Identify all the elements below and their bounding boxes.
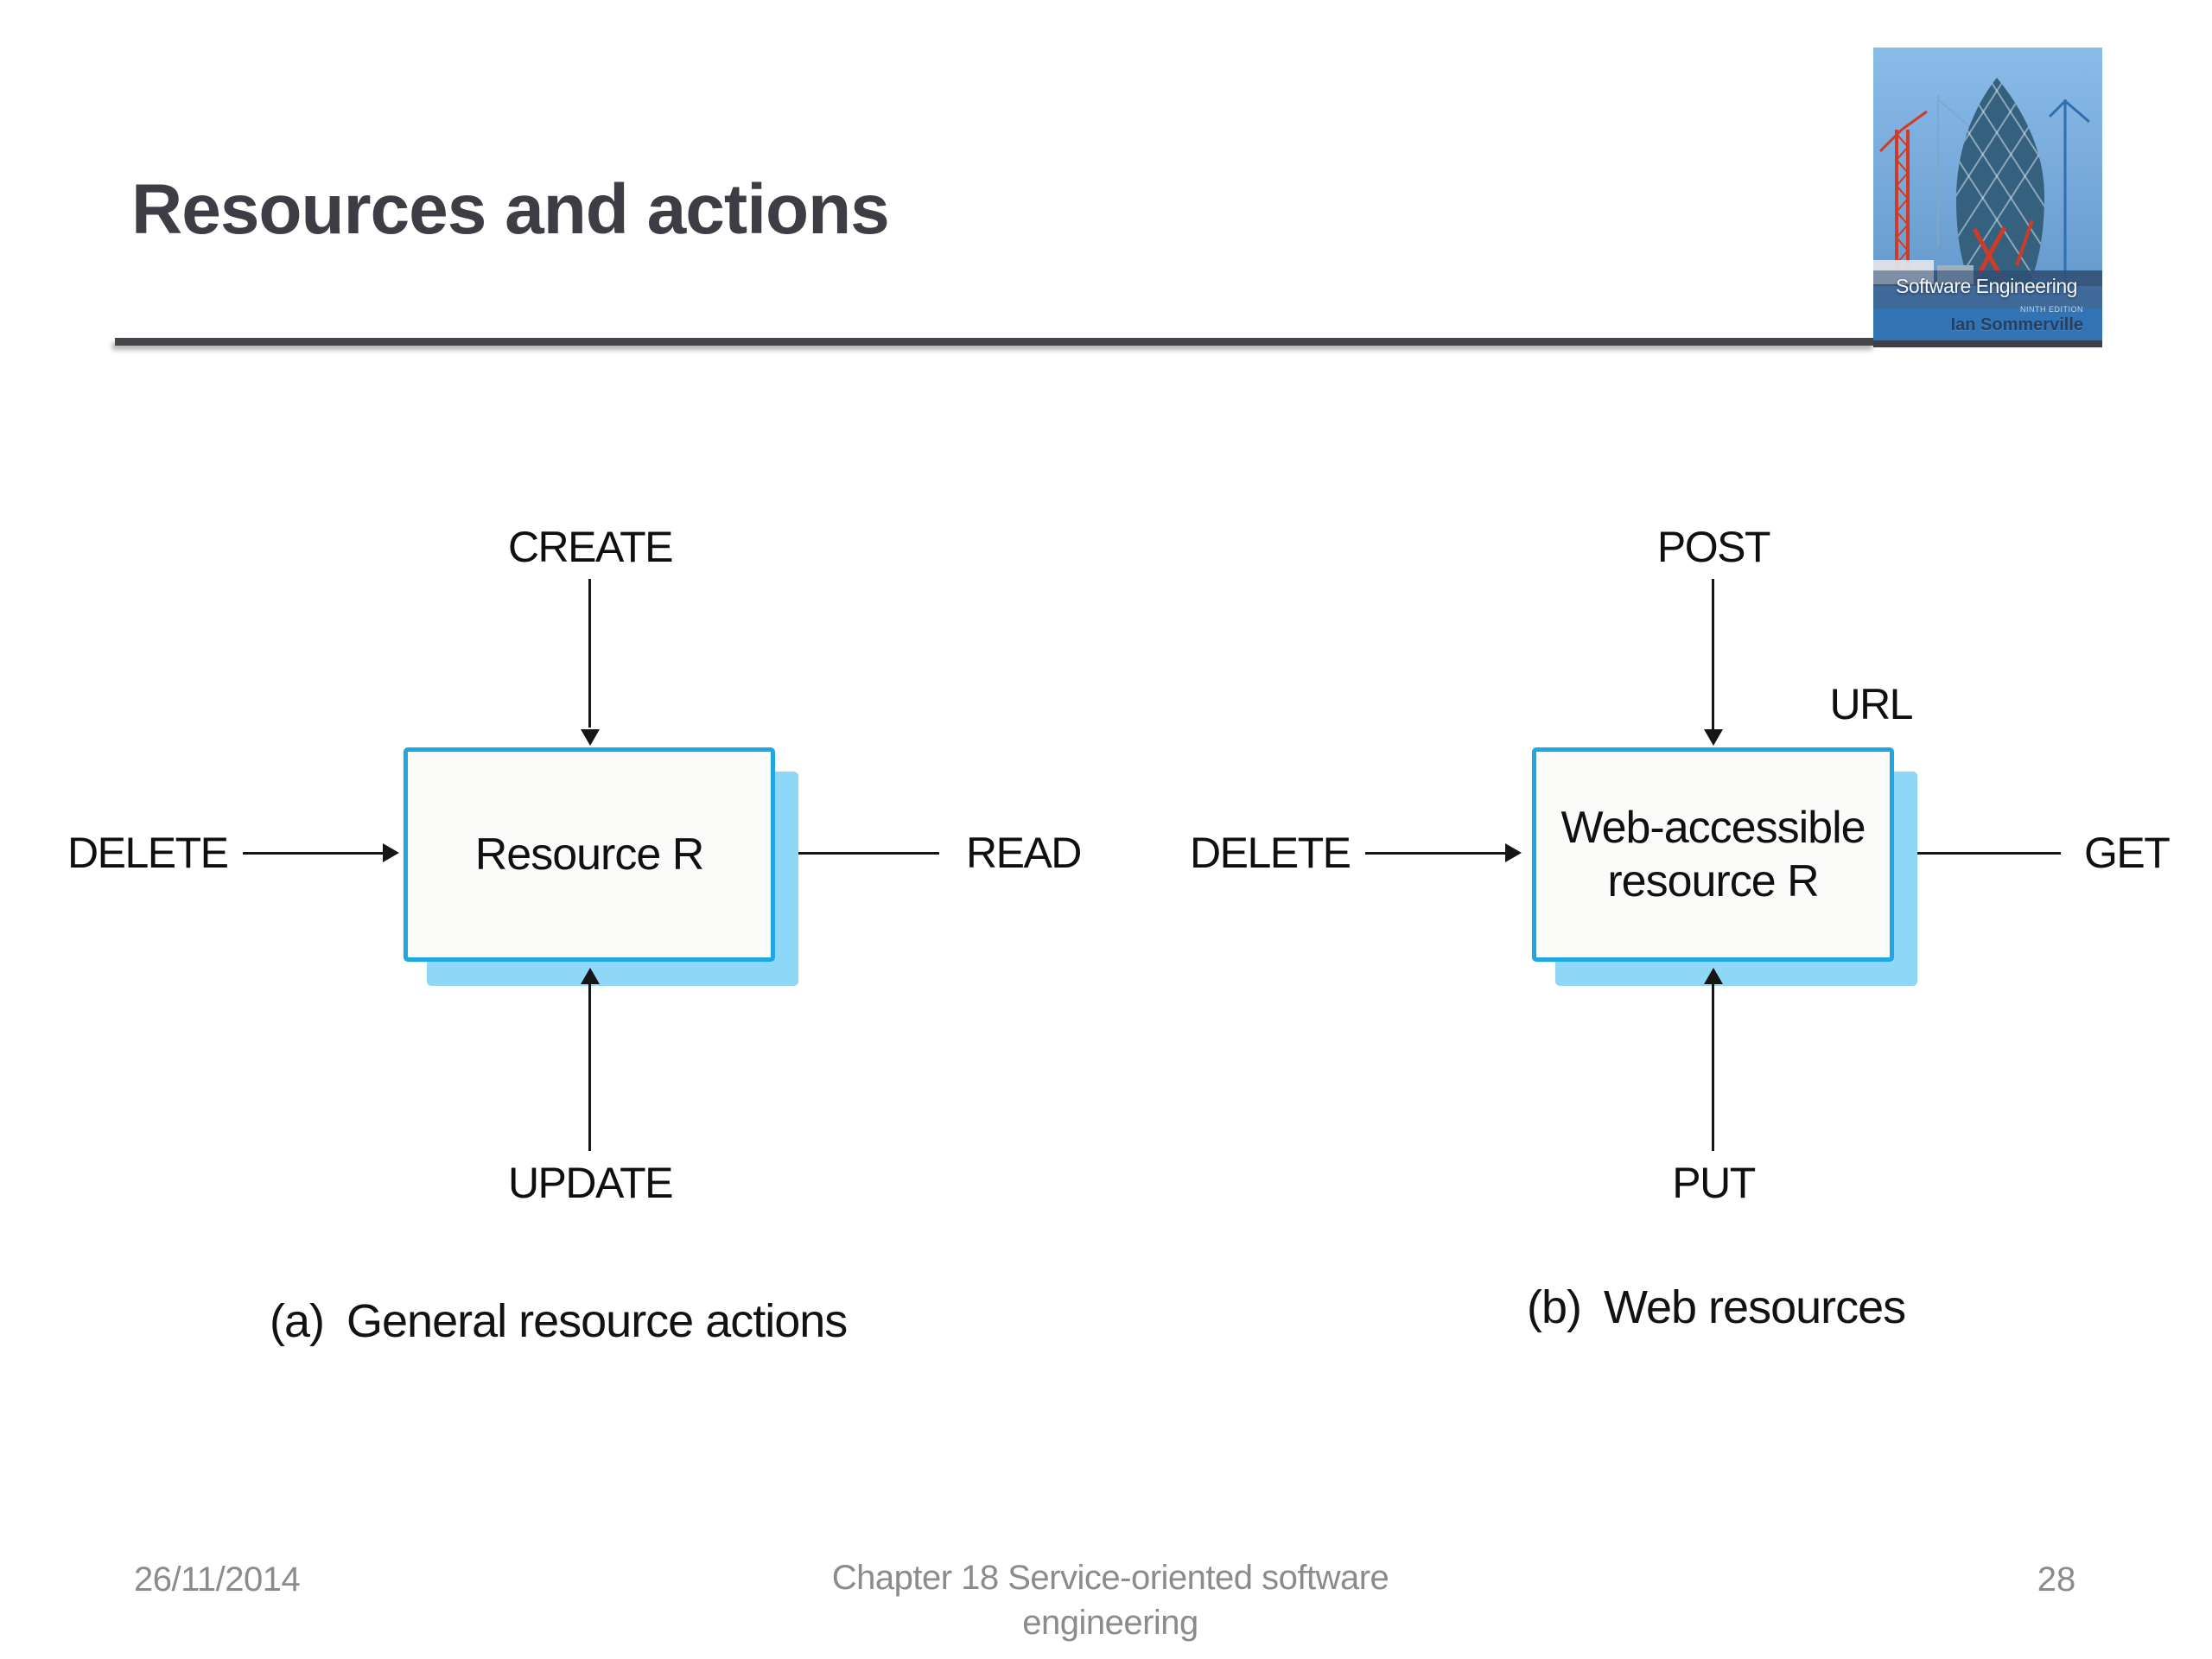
arrow-update-line	[588, 984, 591, 1151]
arrow-delete-b-head-icon	[1505, 843, 1522, 862]
action-label-put: PUT	[1672, 1159, 1756, 1207]
caption-a-prefix: (a)	[270, 1295, 325, 1347]
action-label-get: GET	[2084, 829, 2171, 877]
arrow-delete-a-line	[243, 852, 383, 855]
caption-b-prefix: (b)	[1527, 1281, 1582, 1333]
action-label-read: READ	[966, 829, 1082, 877]
arrow-post-line	[1712, 579, 1714, 729]
distant-crane-icon	[1937, 95, 1971, 246]
action-label-update: UPDATE	[507, 1159, 674, 1207]
caption-a: (a) General resource actions	[270, 1294, 848, 1348]
cover-white-building	[1873, 260, 1934, 284]
arrow-update-head-icon	[581, 968, 600, 984]
action-label-post: POST	[1656, 523, 1771, 571]
arrow-get-line	[1916, 852, 2061, 855]
book-edition: NINTH EDITION	[2020, 305, 2083, 314]
resource-box: Resource R	[404, 747, 775, 962]
arrow-delete-a-head-icon	[383, 843, 399, 862]
footer-page-number: 28	[2037, 1560, 2076, 1599]
book-author: Ian Sommerville	[1950, 315, 2083, 334]
book-cover-art	[1873, 48, 2102, 347]
caption-a-text: General resource actions	[346, 1295, 848, 1347]
action-label-create: CREATE	[507, 523, 674, 571]
cover-title-band	[1873, 270, 2102, 308]
title-divider-rule	[115, 338, 1875, 346]
footer-chapter-line2: engineering	[1022, 1604, 1198, 1642]
arrow-post-head-icon	[1704, 729, 1723, 746]
arrow-create-line	[588, 579, 591, 728]
blue-crane-icon	[2048, 99, 2090, 281]
url-label: URL	[1829, 680, 1913, 728]
footer-date: 26/11/2014	[134, 1560, 301, 1599]
arrow-put-head-icon	[1704, 968, 1723, 984]
web-resource-box: Web-accessible resource R	[1532, 747, 1894, 962]
footer-chapter-line1: Chapter 18 Service-oriented software	[831, 1559, 1389, 1597]
action-label-delete-a: DELETE	[67, 829, 229, 877]
web-resource-box-label-line1: Web-accessible	[1560, 803, 1866, 853]
caption-b-text: Web resources	[1604, 1281, 1906, 1333]
cover-bottom-strip	[1873, 340, 2102, 347]
book-title: Software Engineering	[1896, 275, 2077, 297]
arrow-create-head-icon	[581, 729, 600, 746]
book-cover: Software Engineering NINTH EDITION Ian S…	[1873, 48, 2102, 347]
web-resource-box-label-line2: resource R	[1607, 856, 1819, 906]
cover-gray-building	[1937, 265, 1974, 284]
arrow-put-line	[1712, 984, 1714, 1151]
resource-box-label: Resource R	[474, 830, 705, 880]
arrow-read-line	[796, 852, 939, 855]
footer-chapter: Chapter 18 Service-oriented software eng…	[760, 1555, 1460, 1645]
cover-author-band	[1873, 308, 2102, 340]
arrow-delete-b-line	[1365, 852, 1505, 855]
action-label-delete-b: DELETE	[1190, 829, 1351, 877]
caption-b: (b) Web resources	[1527, 1281, 1906, 1334]
page-title: Resources and actions	[131, 170, 890, 249]
